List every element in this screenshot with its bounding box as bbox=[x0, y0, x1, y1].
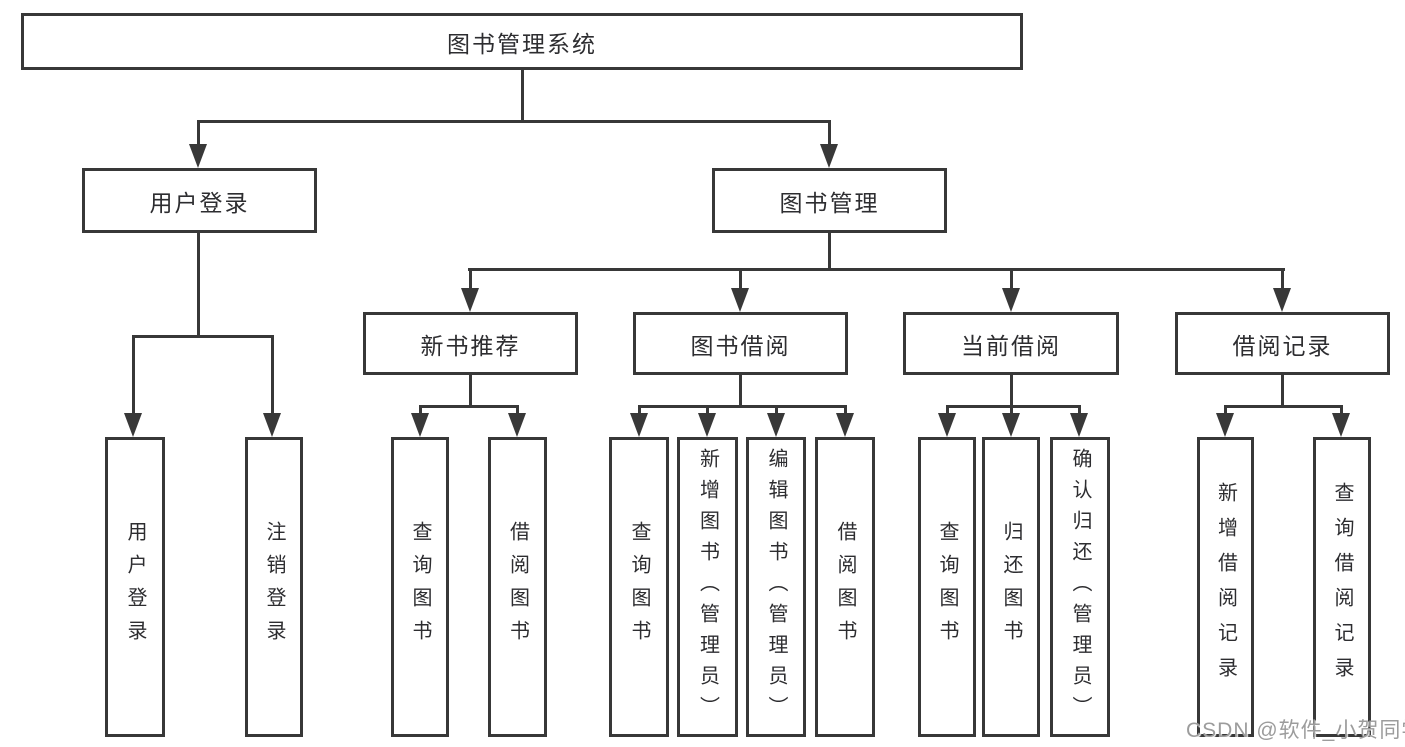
arrow-to-add-record bbox=[1216, 413, 1234, 437]
node-book-manage: 图书管理 bbox=[712, 168, 947, 233]
arrow-to-new-book bbox=[461, 288, 479, 312]
connector-stub-current-borrow bbox=[1010, 268, 1013, 290]
connector-stub-return-book bbox=[1010, 405, 1013, 419]
connector-stub-query-record bbox=[1340, 405, 1343, 419]
arrow-to-current-borrow bbox=[1002, 288, 1020, 312]
node-user-login-label: 用户登录 bbox=[149, 189, 250, 216]
arrow-to-query-bb bbox=[630, 413, 648, 437]
connector-root-vline bbox=[521, 70, 524, 120]
node-leaf-return-book: 归还图书 bbox=[982, 437, 1040, 737]
connector-stub-add-book bbox=[706, 405, 709, 419]
arrow-to-edit-book bbox=[767, 413, 785, 437]
arrow-to-logout bbox=[263, 413, 281, 437]
connector-stub-user-login bbox=[197, 120, 200, 154]
node-user-login: 用户登录 bbox=[82, 168, 317, 233]
node-new-book-recommend-label: 新书推荐 bbox=[420, 332, 521, 359]
node-book-manage-label: 图书管理 bbox=[779, 189, 880, 216]
node-leaf-logout-label: 注销登录 bbox=[263, 521, 285, 653]
node-leaf-add-borrow-record-label: 新增借阅记录 bbox=[1214, 482, 1237, 692]
connector-stub-borrow-rec bbox=[516, 405, 519, 419]
connector-bookborrow-vline bbox=[739, 375, 742, 408]
node-borrow-records-label: 借阅记录 bbox=[1232, 332, 1333, 359]
connector-stub-login bbox=[132, 335, 135, 415]
node-leaf-add-borrow-record: 新增借阅记录 bbox=[1197, 437, 1254, 737]
arrow-to-query-record bbox=[1332, 413, 1350, 437]
arrow-to-return-book bbox=[1002, 413, 1020, 437]
node-leaf-borrow-book-borrow-label: 借阅图书 bbox=[834, 521, 856, 653]
connector-stub-confirm-return bbox=[1078, 405, 1081, 419]
node-leaf-confirm-return-admin: 确认归还（管理员） bbox=[1050, 437, 1110, 737]
node-leaf-query-book-borrow-label: 查询图书 bbox=[628, 521, 650, 653]
arrow-to-query-rec bbox=[411, 413, 429, 437]
arrow-to-user-login bbox=[189, 144, 207, 168]
arrow-to-borrow-bb bbox=[836, 413, 854, 437]
arrow-to-book-borrow bbox=[731, 288, 749, 312]
node-leaf-query-book-borrow: 查询图书 bbox=[609, 437, 669, 737]
connector-stub-query-rec bbox=[419, 405, 422, 419]
node-leaf-query-book-current: 查询图书 bbox=[918, 437, 976, 737]
node-leaf-borrow-book-borrow: 借阅图书 bbox=[815, 437, 875, 737]
connector-stub-book-borrow bbox=[739, 268, 742, 290]
node-root: 图书管理系统 bbox=[21, 13, 1023, 70]
arrow-to-borrow-records bbox=[1273, 288, 1291, 312]
node-leaf-query-borrow-record-label: 查询借阅记录 bbox=[1331, 482, 1353, 692]
arrow-to-confirm-return bbox=[1070, 413, 1088, 437]
node-current-borrow: 当前借阅 bbox=[903, 312, 1119, 375]
connector-stub-query-bb bbox=[638, 405, 641, 419]
connector-borrowrecords-vline bbox=[1281, 375, 1284, 408]
node-leaf-borrow-book-rec-label: 借阅图书 bbox=[506, 521, 529, 653]
node-leaf-borrow-book-rec: 借阅图书 bbox=[488, 437, 547, 737]
node-leaf-query-book-rec: 查询图书 bbox=[391, 437, 449, 737]
connector-stub-book-manage bbox=[828, 120, 831, 154]
node-leaf-confirm-return-admin-label: 确认归还（管理员） bbox=[1069, 447, 1091, 727]
arrow-to-book-manage bbox=[820, 144, 838, 168]
connector-root-hbar bbox=[197, 120, 831, 123]
node-current-borrow-label: 当前借阅 bbox=[961, 332, 1061, 359]
node-book-borrow-label: 图书借阅 bbox=[690, 332, 791, 359]
arrow-to-login bbox=[124, 413, 142, 437]
node-borrow-records: 借阅记录 bbox=[1175, 312, 1390, 375]
connector-currentborrow-vline bbox=[1010, 375, 1013, 408]
node-leaf-query-book-rec-label: 查询图书 bbox=[409, 521, 431, 653]
csdn-watermark: CSDN @软件_小贺同学 bbox=[1186, 719, 1405, 742]
connector-stub-borrow-records bbox=[1281, 268, 1284, 290]
node-leaf-login: 用户登录 bbox=[105, 437, 165, 737]
connector-userlogin-vline bbox=[197, 233, 200, 338]
connector-currentborrow-hbar bbox=[946, 405, 1080, 408]
connector-stub-new-book bbox=[469, 268, 472, 290]
connector-stub-query-cb bbox=[946, 405, 949, 419]
node-root-label: 图书管理系统 bbox=[447, 30, 597, 57]
connector-stub-add-record bbox=[1224, 405, 1227, 419]
connector-borrowrecords-hbar bbox=[1224, 405, 1343, 408]
node-leaf-query-borrow-record: 查询借阅记录 bbox=[1313, 437, 1371, 737]
connector-newbook-hbar bbox=[419, 405, 519, 408]
node-leaf-edit-book-admin-label: 编辑图书（管理员） bbox=[765, 447, 787, 727]
connector-newbook-vline bbox=[469, 375, 472, 408]
node-leaf-add-book-admin-label: 新增图书（管理员） bbox=[696, 447, 719, 727]
connector-bookmanage-hbar bbox=[468, 268, 1285, 271]
connector-bookborrow-hbar bbox=[638, 405, 847, 408]
node-leaf-edit-book-admin: 编辑图书（管理员） bbox=[746, 437, 806, 737]
connector-bookmanage-vline bbox=[828, 233, 831, 271]
connector-stub-borrow-bb bbox=[844, 405, 847, 419]
node-leaf-return-book-label: 归还图书 bbox=[1000, 521, 1022, 653]
arrow-to-query-cb bbox=[938, 413, 956, 437]
node-new-book-recommend: 新书推荐 bbox=[363, 312, 578, 375]
node-book-borrow: 图书借阅 bbox=[633, 312, 848, 375]
node-leaf-query-book-current-label: 查询图书 bbox=[936, 521, 958, 653]
connector-userlogin-hbar bbox=[132, 335, 274, 338]
connector-stub-logout bbox=[271, 335, 274, 415]
node-leaf-login-label: 用户登录 bbox=[124, 521, 146, 653]
node-leaf-add-book-admin: 新增图书（管理员） bbox=[677, 437, 738, 737]
node-leaf-logout: 注销登录 bbox=[245, 437, 303, 737]
connector-stub-edit-book bbox=[775, 405, 778, 419]
arrow-to-add-book bbox=[698, 413, 716, 437]
arrow-to-borrow-rec bbox=[508, 413, 526, 437]
